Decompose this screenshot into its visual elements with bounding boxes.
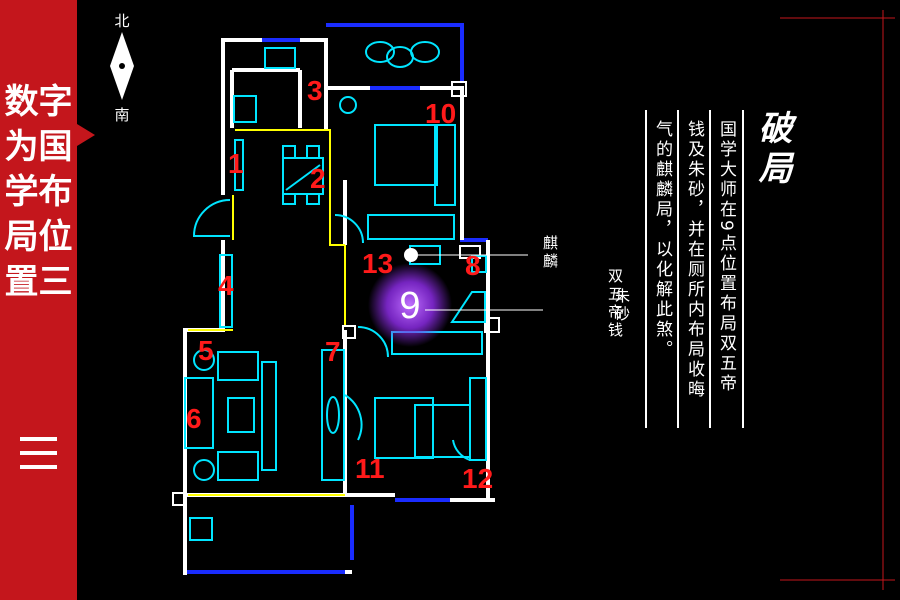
divider xyxy=(645,110,647,428)
qilin-label: 麒麟 xyxy=(541,235,559,271)
qilin-marker-icon xyxy=(404,248,418,262)
divider xyxy=(742,110,744,428)
sidebar-banner: 数字为国学布局位置三 xyxy=(0,0,77,600)
remedy-text-col-2: 钱及朱砂，并在厕所内布局收晦 xyxy=(684,120,704,400)
position-2: 2 xyxy=(310,163,326,194)
walls xyxy=(183,38,495,575)
compass-needle-icon xyxy=(110,32,134,100)
sidebar-decoration xyxy=(20,437,57,479)
compass-north-label: 北 xyxy=(114,12,130,30)
position-1: 1 xyxy=(228,148,244,179)
position-6: 6 xyxy=(186,403,202,434)
sidebar-pointer-icon xyxy=(77,124,95,146)
cinnabar-label: 朱砂 xyxy=(613,288,631,324)
compass-south-label: 南 xyxy=(114,106,130,124)
remedy-text-col-1: 国学大师在9点位置布局双五帝 xyxy=(716,120,736,394)
position-5: 5 xyxy=(198,335,214,366)
frame-decoration xyxy=(780,10,895,590)
position-11: 11 xyxy=(355,453,385,484)
position-9: 9 xyxy=(399,285,421,327)
windows xyxy=(185,23,488,574)
position-4: 4 xyxy=(218,270,234,301)
flow-path xyxy=(188,129,346,496)
remedy-title: 破局 xyxy=(752,110,792,190)
divider xyxy=(677,110,679,428)
furniture xyxy=(184,41,487,541)
position-10: 10 xyxy=(425,98,457,129)
divider xyxy=(709,110,711,428)
coins-label: 双五帝钱 xyxy=(606,268,624,340)
position-8: 8 xyxy=(465,250,481,281)
position-9-highlight xyxy=(368,263,452,347)
remedy-text-col-3: 气的麒麟局，以化解此煞。 xyxy=(652,120,672,360)
position-12: 12 xyxy=(462,463,494,494)
position-13: 13 xyxy=(362,248,394,279)
position-3: 3 xyxy=(307,75,323,106)
wall-details xyxy=(172,81,500,506)
callout-lines xyxy=(412,254,543,311)
sidebar-title: 数字为国学布局位置三 xyxy=(4,82,73,302)
position-7: 7 xyxy=(325,336,341,367)
